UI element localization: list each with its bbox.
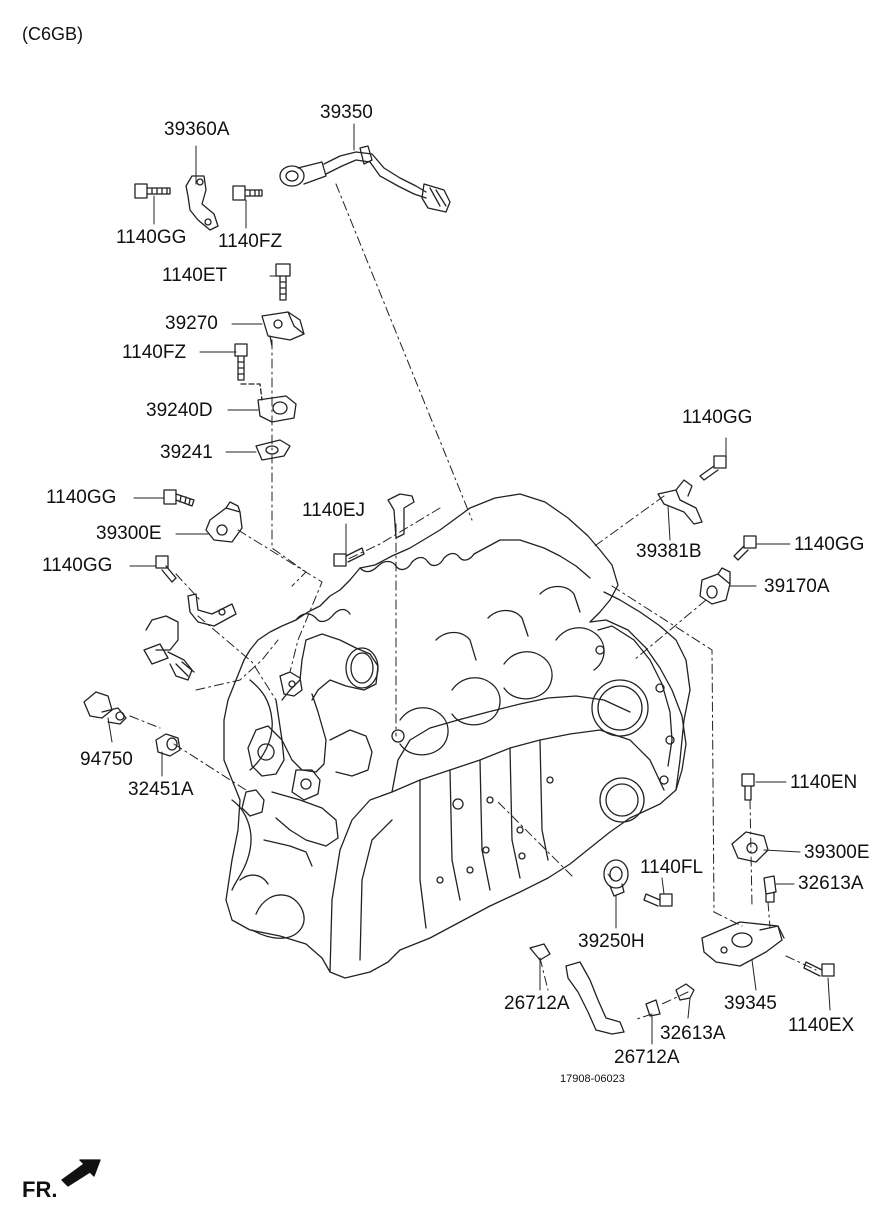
part-label-1140en[interactable]: 1140EN bbox=[790, 772, 858, 793]
part-label-1140gg-d[interactable]: 1140GG bbox=[682, 407, 753, 428]
part-32451a-plug[interactable] bbox=[155, 733, 181, 757]
part-1140gg-bolt-b[interactable] bbox=[163, 489, 195, 507]
part-1140fz-bolt-a[interactable] bbox=[232, 185, 263, 201]
part-39300e-sensor-a[interactable] bbox=[205, 501, 243, 543]
part-label-32613a-b[interactable]: 32613A bbox=[660, 1023, 726, 1044]
part-label-39241[interactable]: 39241 bbox=[160, 442, 213, 463]
part-1140gg-bolt-a[interactable] bbox=[134, 183, 171, 199]
part-39270-sensor[interactable] bbox=[261, 311, 305, 347]
part-label-39345[interactable]: 39345 bbox=[724, 993, 777, 1014]
sensor-left bbox=[143, 615, 195, 681]
front-marker: FR. bbox=[22, 1177, 58, 1202]
part-label-39270[interactable]: 39270 bbox=[165, 313, 218, 334]
bracket-left bbox=[187, 593, 237, 627]
part-label-39240d[interactable]: 39240D bbox=[146, 400, 213, 421]
part-label-1140gg-e[interactable]: 1140GG bbox=[794, 534, 865, 555]
part-label-39300e-b[interactable]: 39300E bbox=[804, 842, 870, 863]
part-1140fl-bolt[interactable] bbox=[643, 893, 673, 907]
part-label-39350[interactable]: 39350 bbox=[320, 102, 373, 123]
part-label-32451a[interactable]: 32451A bbox=[128, 779, 194, 800]
part-label-1140fz-a[interactable]: 1140FZ bbox=[218, 231, 283, 252]
part-label-1140et[interactable]: 1140ET bbox=[162, 265, 228, 286]
part-1140gg-bolt-c[interactable] bbox=[155, 555, 177, 583]
leader-lines bbox=[129, 183, 817, 1021]
drawing-number: 17908-06023 bbox=[560, 1073, 625, 1085]
part-label-39300e-a[interactable]: 39300E bbox=[96, 523, 162, 544]
part-label-1140gg-a[interactable]: 1140GG bbox=[116, 227, 187, 248]
engine-code: (C6GB) bbox=[22, 24, 84, 44]
part-39350-sensor[interactable] bbox=[279, 145, 451, 213]
part-39170a-sensor[interactable] bbox=[699, 567, 731, 605]
part-1140ex-bolt[interactable] bbox=[803, 961, 835, 977]
part-39250h-knock-sensor[interactable] bbox=[603, 859, 629, 897]
part-label-1140ej[interactable]: 1140EJ bbox=[302, 500, 366, 521]
part-label-39381b[interactable]: 39381B bbox=[636, 541, 702, 562]
part-1140et-bolt[interactable] bbox=[275, 263, 291, 301]
engine-block bbox=[223, 493, 691, 979]
part-39241-gasket[interactable] bbox=[255, 439, 291, 461]
part-39381b-bracket[interactable] bbox=[657, 479, 703, 525]
part-26712a-hose-clamp[interactable] bbox=[529, 943, 695, 1035]
part-39240d-adapter[interactable] bbox=[257, 395, 297, 423]
part-1140gg-bolt-d[interactable] bbox=[699, 455, 727, 481]
part-32613a-fitting-a[interactable] bbox=[763, 875, 777, 903]
part-label-26712a-a[interactable]: 26712A bbox=[504, 993, 570, 1014]
part-label-1140fz-b[interactable]: 1140FZ bbox=[122, 342, 187, 363]
part-label-1140gg-b[interactable]: 1140GG bbox=[46, 487, 117, 508]
part-label-32613a-a[interactable]: 32613A bbox=[798, 873, 864, 894]
part-label-1140gg-c[interactable]: 1140GG bbox=[42, 555, 113, 576]
front-arrow-icon bbox=[61, 1159, 101, 1187]
part-1140gg-bolt-e[interactable] bbox=[733, 535, 757, 561]
part-39360a-bracket[interactable] bbox=[185, 175, 219, 231]
part-39300e-sensor-b[interactable] bbox=[731, 831, 769, 863]
part-label-39170a[interactable]: 39170A bbox=[764, 576, 830, 597]
part-label-94750[interactable]: 94750 bbox=[80, 749, 133, 770]
part-label-1140fl[interactable]: 1140FL bbox=[640, 857, 704, 878]
part-label-26712a-b[interactable]: 26712A bbox=[614, 1047, 680, 1068]
part-94750-switch[interactable] bbox=[83, 691, 127, 725]
part-1140en-bolt[interactable] bbox=[741, 773, 755, 801]
part-label-39250h[interactable]: 39250H bbox=[578, 931, 645, 952]
part-39345-housing[interactable] bbox=[701, 921, 785, 967]
label-leaders bbox=[107, 123, 831, 1045]
bracket-center bbox=[387, 493, 415, 539]
part-1140fz-bolt-b[interactable] bbox=[234, 343, 263, 401]
part-1140ej-bolt[interactable] bbox=[333, 547, 365, 567]
water-outlet bbox=[241, 633, 379, 867]
part-label-39360a[interactable]: 39360A bbox=[164, 119, 230, 140]
part-label-1140ex[interactable]: 1140EX bbox=[788, 1015, 855, 1036]
